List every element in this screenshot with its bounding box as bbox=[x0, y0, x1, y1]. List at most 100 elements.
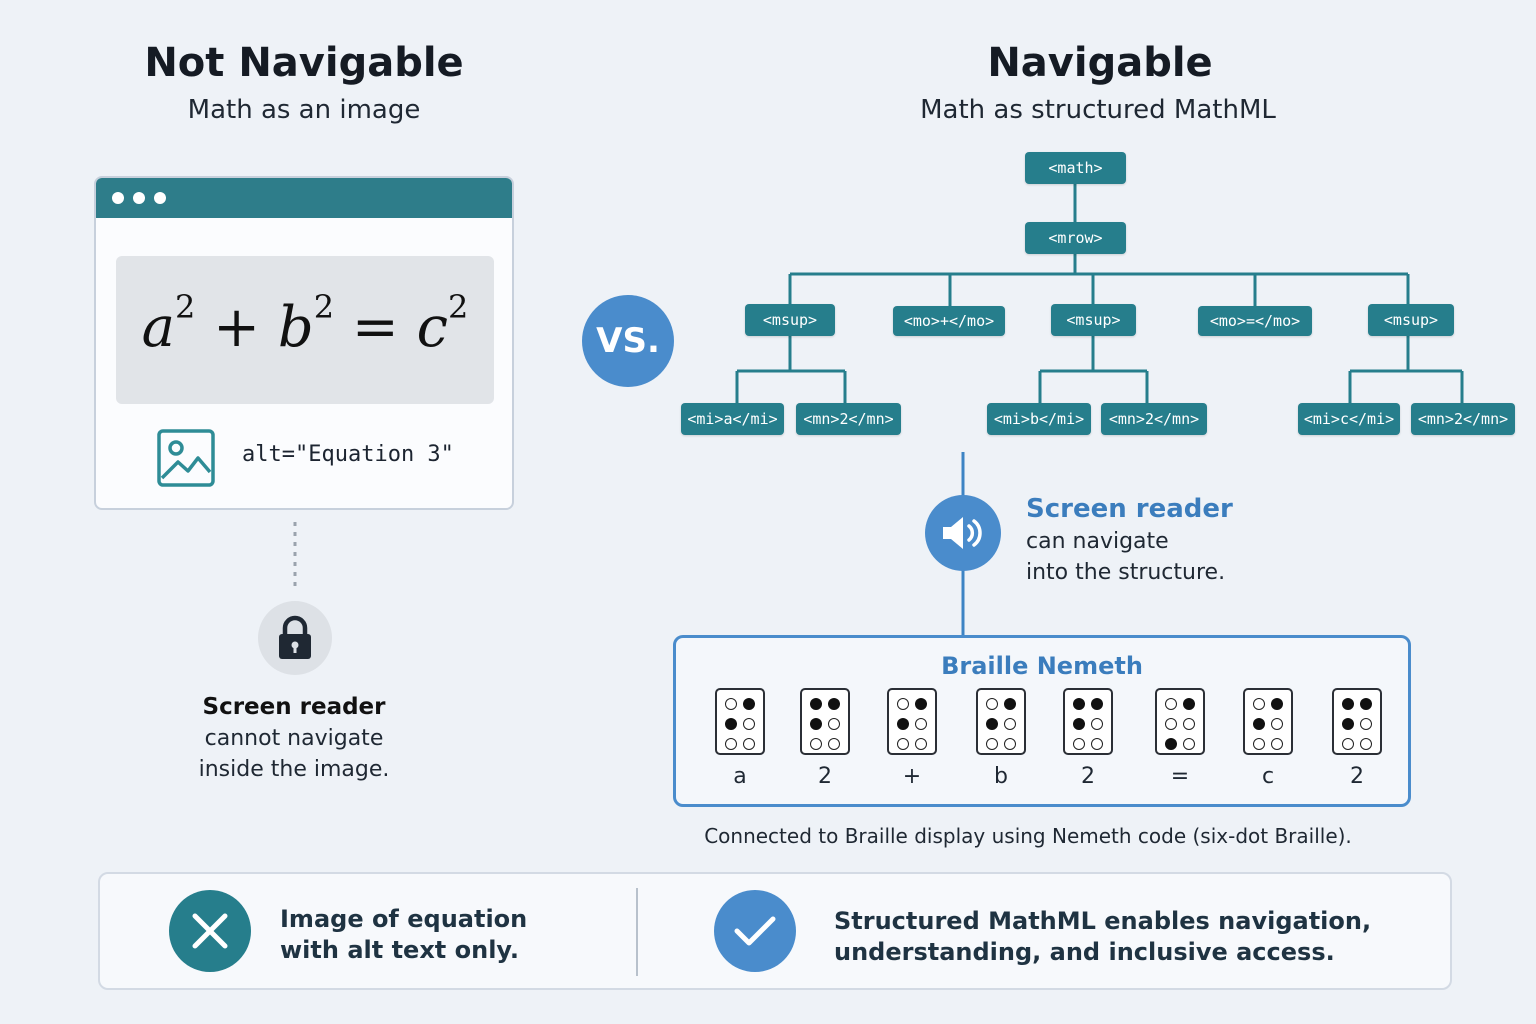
check-icon bbox=[734, 916, 776, 946]
braille-cell bbox=[887, 688, 937, 755]
braille-dot-flat bbox=[1183, 738, 1195, 750]
lock-badge bbox=[258, 601, 332, 675]
tree-node-msup-a: <msup> bbox=[745, 304, 835, 336]
braille-dot-raised bbox=[1091, 698, 1103, 710]
braille-dot-raised bbox=[1183, 698, 1195, 710]
braille-dot-raised bbox=[1004, 698, 1016, 710]
braille-cell-label: + bbox=[902, 764, 922, 789]
speaker-icon bbox=[943, 517, 982, 549]
braille-dot-flat bbox=[1271, 738, 1283, 750]
browser-window: a2 + b2 = c2 alt="Equation 3" bbox=[94, 176, 514, 510]
braille-dot-flat bbox=[1360, 718, 1372, 730]
tree-node-math: <math> bbox=[1025, 152, 1126, 184]
braille-dot-raised bbox=[1271, 698, 1283, 710]
braille-dot-raised bbox=[1073, 698, 1085, 710]
braille-dot-flat bbox=[1253, 698, 1265, 710]
tree-node-msup-b: <msup> bbox=[1051, 304, 1136, 336]
braille-dot-raised bbox=[915, 698, 927, 710]
braille-dot-flat bbox=[1091, 738, 1103, 750]
braille-dot-flat bbox=[1183, 718, 1195, 730]
braille-cell-label: a bbox=[733, 764, 747, 789]
braille-dot-raised bbox=[743, 698, 755, 710]
braille-dot-raised bbox=[986, 718, 998, 730]
braille-dot-flat bbox=[725, 698, 737, 710]
equation-image: a2 + b2 = c2 bbox=[116, 256, 494, 404]
braille-dot-flat bbox=[810, 738, 822, 750]
window-dot-icon bbox=[112, 192, 124, 204]
braille-dot-flat bbox=[743, 718, 755, 730]
braille-title: Braille Nemeth bbox=[941, 652, 1143, 680]
screen-reader-line1: can navigate bbox=[1026, 529, 1169, 554]
image-icon bbox=[157, 429, 215, 487]
braille-dot-raised bbox=[1342, 698, 1354, 710]
tree-node-mo-plus: <mo>+</mo> bbox=[893, 306, 1005, 336]
braille-dot-flat bbox=[915, 738, 927, 750]
braille-dot-raised bbox=[828, 698, 840, 710]
left-subtitle: Math as an image bbox=[187, 95, 421, 125]
equation: a2 + b2 = c2 bbox=[141, 288, 469, 360]
braille-dot-flat bbox=[1253, 738, 1265, 750]
braille-dot-flat bbox=[743, 738, 755, 750]
success-badge bbox=[714, 890, 796, 972]
right-subtitle: Math as structured MathML bbox=[920, 95, 1276, 125]
screen-reader-line2: into the structure. bbox=[1026, 560, 1226, 585]
braille-cell bbox=[976, 688, 1026, 755]
summary-panel: Image of equation with alt text only. St… bbox=[98, 872, 1452, 990]
summary-divider bbox=[636, 888, 638, 976]
summary-left-text: Image of equation with alt text only. bbox=[280, 905, 528, 964]
braille-cell-label: 2 bbox=[818, 764, 832, 789]
tree-node-mn-2: <mn>2</mn> bbox=[1411, 403, 1515, 435]
tree-connectors bbox=[735, 184, 1464, 636]
browser-title-bar bbox=[96, 178, 512, 218]
braille-dot-flat bbox=[1360, 738, 1372, 750]
braille-dot-flat bbox=[1342, 738, 1354, 750]
braille-dot-flat bbox=[897, 738, 909, 750]
braille-dot-flat bbox=[1165, 718, 1177, 730]
close-icon bbox=[192, 913, 228, 949]
fail-badge bbox=[169, 890, 251, 972]
tree-node-mi-a: <mi>a</mi> bbox=[681, 403, 784, 435]
vs-badge: VS. bbox=[582, 295, 674, 387]
tree-node-mo-equals: <mo>=</mo> bbox=[1198, 306, 1312, 336]
screen-reader-text: Screen reader can navigate into the stru… bbox=[1026, 494, 1326, 588]
window-dot-icon bbox=[133, 192, 145, 204]
right-title: Navigable bbox=[987, 40, 1213, 86]
braille-dot-flat bbox=[1271, 718, 1283, 730]
braille-dot-raised bbox=[1073, 718, 1085, 730]
braille-cell bbox=[1243, 688, 1293, 755]
braille-cell-label: 2 bbox=[1350, 764, 1364, 789]
screen-reader-title: Screen reader bbox=[1026, 494, 1233, 524]
braille-dot-raised bbox=[1342, 718, 1354, 730]
braille-cell bbox=[800, 688, 850, 755]
braille-connected-note: Connected to Braille display using Nemet… bbox=[704, 824, 1352, 848]
braille-dot-flat bbox=[1091, 718, 1103, 730]
braille-dot-flat bbox=[986, 738, 998, 750]
braille-cell-label: 2 bbox=[1081, 764, 1095, 789]
summary-right-text: Structured MathML enables navigation, un… bbox=[834, 907, 1372, 966]
speaker-badge bbox=[925, 495, 1001, 571]
tree-node-mi-c: <mi>c</mi> bbox=[1298, 403, 1400, 435]
braille-cell-label: c bbox=[1261, 764, 1275, 789]
tree-node-mn-2: <mn>2</mn> bbox=[1101, 403, 1207, 435]
dotted-connector bbox=[293, 522, 297, 590]
braille-cell bbox=[1063, 688, 1113, 755]
tree-node-mrow: <mrow> bbox=[1025, 222, 1126, 254]
braille-cell bbox=[1155, 688, 1205, 755]
tree-node-msup-c: <msup> bbox=[1368, 304, 1454, 336]
braille-cell-label: b bbox=[994, 764, 1008, 789]
braille-dot-raised bbox=[1253, 718, 1265, 730]
lock-icon bbox=[279, 615, 311, 659]
braille-dot-flat bbox=[725, 738, 737, 750]
braille-dot-flat bbox=[897, 698, 909, 710]
window-dot-icon bbox=[154, 192, 166, 204]
braille-dot-flat bbox=[1004, 738, 1016, 750]
braille-dot-flat bbox=[828, 738, 840, 750]
left-title: Not Navigable bbox=[144, 40, 464, 86]
braille-dot-raised bbox=[810, 718, 822, 730]
braille-dot-raised bbox=[1360, 698, 1372, 710]
braille-dot-raised bbox=[725, 718, 737, 730]
braille-dot-flat bbox=[986, 698, 998, 710]
braille-dot-flat bbox=[828, 718, 840, 730]
braille-dot-flat bbox=[1073, 738, 1085, 750]
tree-node-mn-2: <mn>2</mn> bbox=[796, 403, 901, 435]
